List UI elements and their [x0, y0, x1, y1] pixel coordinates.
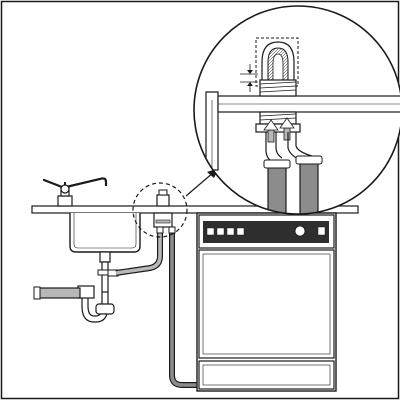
- dishwasher-door: [198, 249, 335, 359]
- drain-hose: [115, 228, 202, 388]
- kickplate: [198, 360, 335, 390]
- sink-basin: [69, 213, 141, 253]
- air-gap-fitting: [153, 189, 176, 234]
- highlight-circle: [132, 182, 188, 238]
- magnifier-callout: [193, 5, 400, 215]
- p-trap-pipe: [33, 251, 119, 323]
- program-dial: [294, 225, 306, 237]
- power-button: [317, 226, 326, 236]
- faucet-icon: [42, 177, 108, 207]
- program-button: [236, 227, 245, 236]
- dishwasher-unit: [196, 212, 337, 392]
- program-button: [226, 227, 235, 236]
- program-button: [216, 227, 225, 236]
- program-button: [206, 227, 215, 236]
- countertop: [31, 205, 359, 214]
